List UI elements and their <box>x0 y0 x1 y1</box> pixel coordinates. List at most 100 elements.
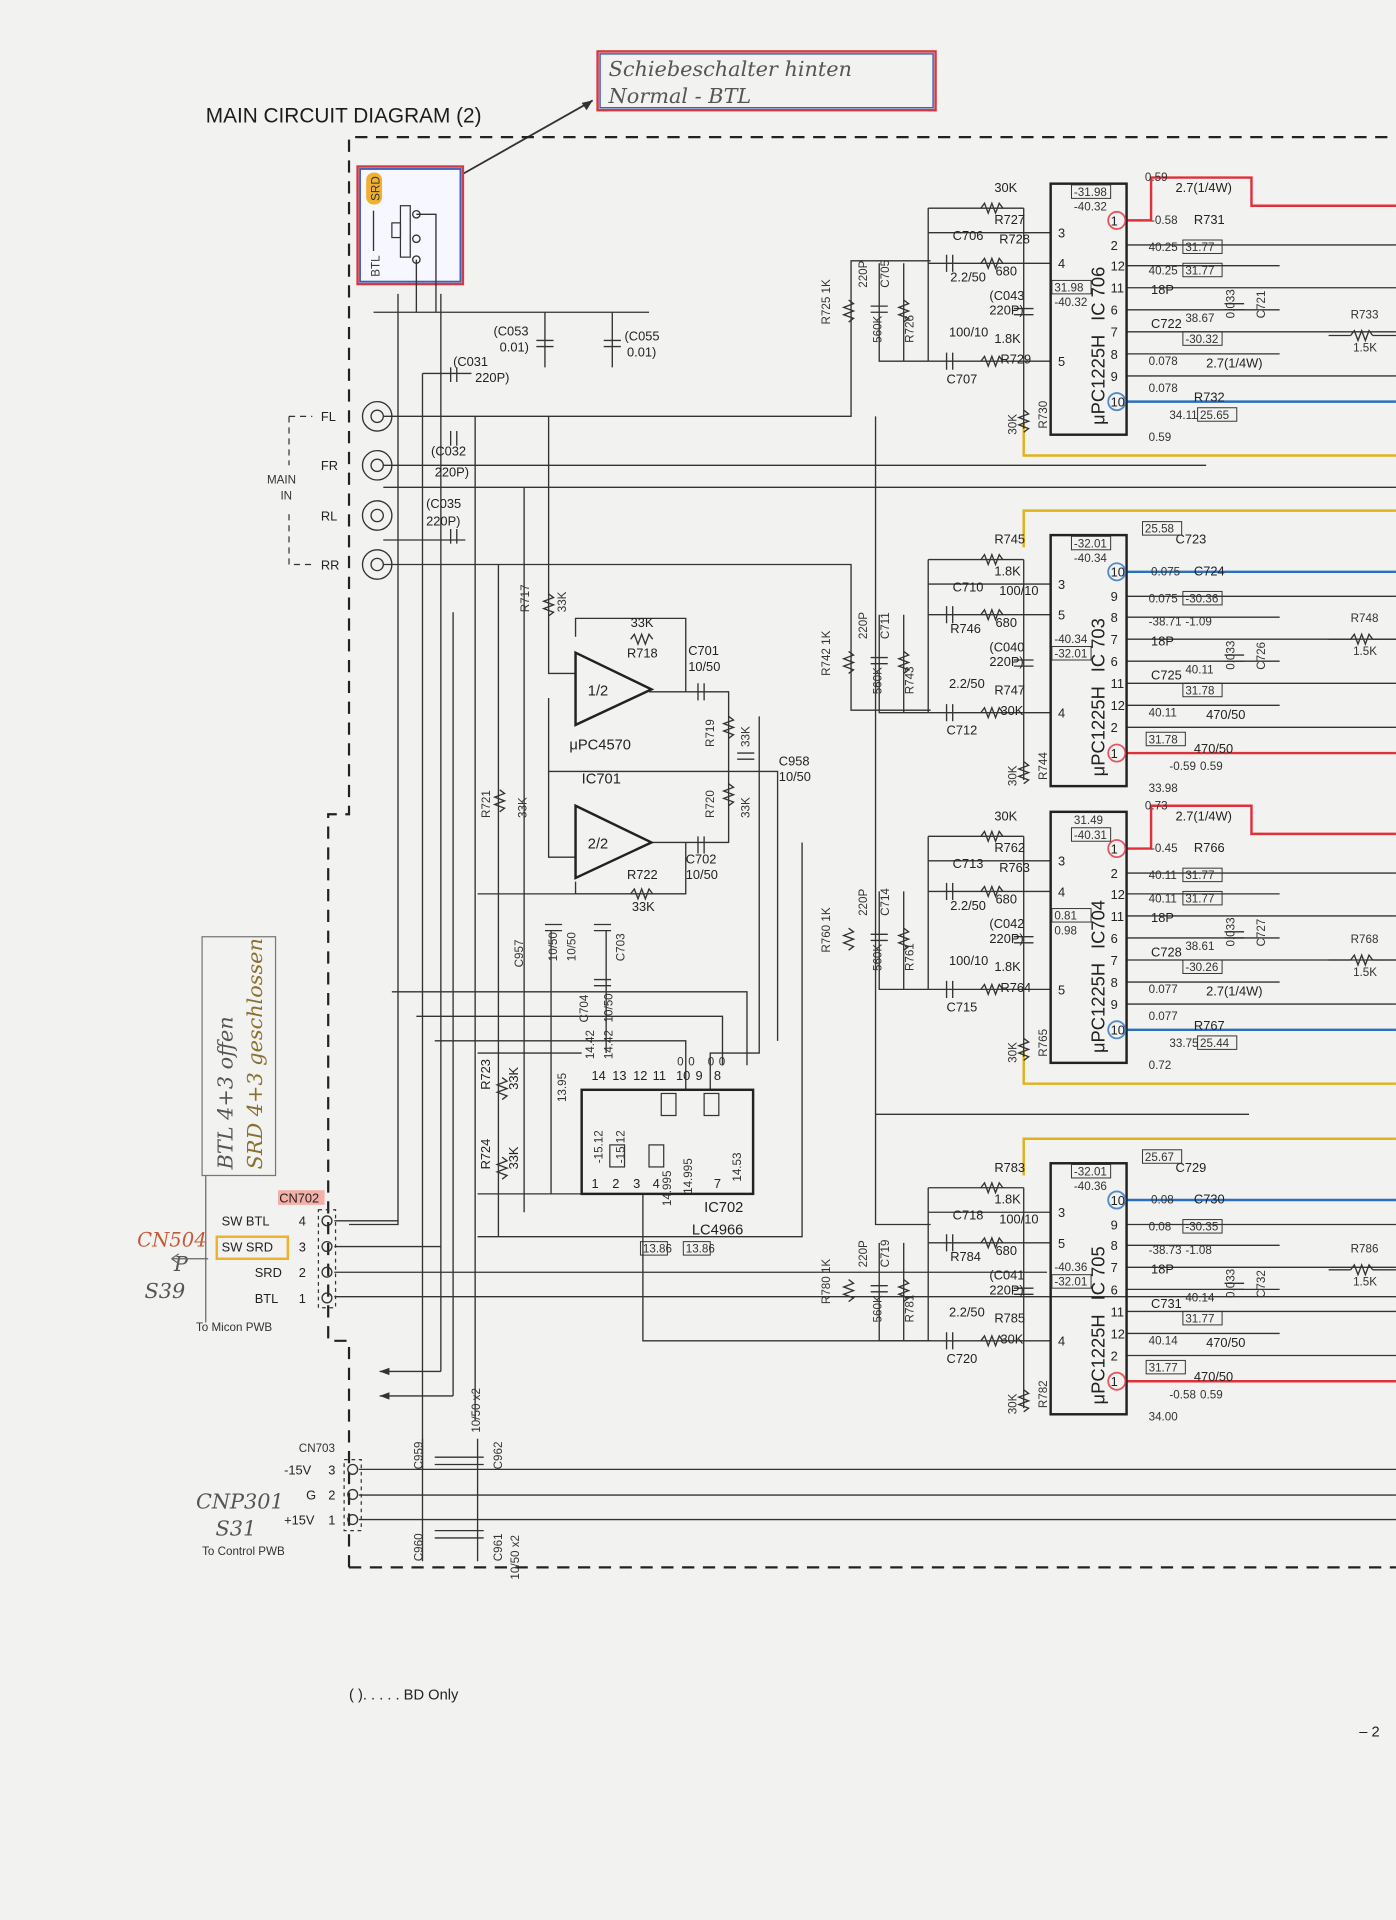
ic702-component-label: R724 <box>478 1139 493 1170</box>
opamp-component-label: 10/50 <box>688 659 720 674</box>
resistor-symbol <box>980 607 1004 622</box>
ic-pin-number: 7 <box>1111 953 1118 968</box>
c960-label: C960 <box>412 1533 425 1561</box>
ic-pin-number: 12 <box>1111 259 1125 274</box>
jack-rl[interactable] <box>361 500 393 531</box>
resistor-symbol <box>721 715 736 739</box>
voltage-reading: -40.32 <box>1074 201 1107 214</box>
pin-number: 3 <box>328 1462 335 1477</box>
ic702-pin-label: 14 <box>591 1068 605 1083</box>
ic-pin-number: 11 <box>1111 281 1124 296</box>
component-label: 2.7(1/4W) <box>1176 808 1232 823</box>
ic-pin-number: 10 <box>1111 1193 1125 1208</box>
cn702-pin-4[interactable]: 4SW BTL <box>222 1214 333 1229</box>
voltage-reading: 0.075 <box>1151 566 1180 579</box>
component-label: 30K <box>1006 765 1019 786</box>
cn703-pin-2[interactable]: 2G <box>306 1487 359 1502</box>
resistor-symbol <box>980 705 1004 720</box>
opamp-component-label: R720 <box>704 790 717 818</box>
ic702-pin-label: 11 <box>653 1068 666 1083</box>
ic-pin-number: 9 <box>1111 589 1118 604</box>
resistor-symbol <box>980 256 1004 271</box>
c031-label: (C031 <box>453 354 488 369</box>
ic-pin-number: 8 <box>1111 347 1118 362</box>
component-label: R729 <box>1000 352 1031 367</box>
ic-pin-number: 12 <box>1111 1326 1125 1341</box>
voltage-reading: 25.67 <box>1145 1151 1174 1164</box>
component-label: 220P <box>857 1240 870 1267</box>
c031-value: 220P) <box>475 370 509 385</box>
component-label: 220P <box>857 260 870 287</box>
resistor-symbol <box>1350 632 1374 646</box>
component-label: C730 <box>1194 1192 1225 1207</box>
component-label: C705 <box>879 260 892 288</box>
ic702-name: IC702 <box>704 1200 743 1216</box>
voltage-reading: 0.08 <box>1149 1221 1172 1234</box>
component-label: R744 <box>1037 752 1050 780</box>
cn703-pin-3[interactable]: 3-15V <box>284 1462 359 1477</box>
ic-pin-number: 1 <box>1111 841 1118 856</box>
slide-switch[interactable]: SRD BTL <box>356 165 465 313</box>
voltage-reading: 31.77 <box>1185 892 1214 905</box>
component-label: C729 <box>1176 1160 1207 1175</box>
c962-label: C962 <box>492 1442 505 1470</box>
ic-pin-number: 2 <box>1111 1348 1118 1363</box>
component-label: R783 <box>994 1160 1025 1175</box>
component-label: C710 <box>953 579 984 594</box>
component-label: (C043 <box>989 288 1024 303</box>
component-label: 30K <box>994 808 1017 823</box>
voltage-reading: 31.77 <box>1185 264 1214 277</box>
component-label: 2.2/50 <box>950 898 986 913</box>
ic702-pin-label: 13 <box>612 1068 626 1083</box>
c032-value: 220P) <box>435 464 469 479</box>
ic702-voltage: 14.995 <box>661 1171 674 1207</box>
voltage-reading: -40.34 <box>1074 552 1107 565</box>
resistor-value: 1.5K <box>1353 645 1377 658</box>
ic702-voltage: 0 <box>719 1055 726 1068</box>
voltage-reading: 31.77 <box>1185 241 1214 254</box>
ic-pin-number: 6 <box>1111 303 1118 318</box>
resistor-symbol <box>495 1156 509 1180</box>
cn703-pin-1[interactable]: 1+15V <box>284 1512 359 1527</box>
component-label: 470/50 <box>1206 707 1245 722</box>
resistor-symbol <box>896 927 911 951</box>
ic-pin-number: 2 <box>1111 720 1118 735</box>
voltage-reading: 25.44 <box>1200 1037 1230 1050</box>
ic702-pin-label: 8 <box>714 1068 721 1083</box>
resistor-symbol <box>1016 409 1031 433</box>
ic702-component-label: 14.42 <box>584 1030 597 1059</box>
component-label: R766 <box>1194 840 1225 855</box>
component-label: R742 1K <box>820 630 833 675</box>
cn702-pin-3[interactable]: 3SW SRD <box>222 1239 333 1254</box>
page-number: – 2 <box>1359 1724 1379 1740</box>
hand-p: P <box>173 1252 189 1276</box>
component-label: R727 <box>994 212 1025 227</box>
resistor-symbol <box>841 299 856 323</box>
ic-pin-number: 3 <box>1058 1205 1065 1220</box>
handwritten-note: Schiebeschalter hinten Normal - BTL <box>596 50 937 112</box>
component-label: C724 <box>1194 564 1225 579</box>
component-label: (C042 <box>989 916 1024 931</box>
resistor-symbol <box>1016 1037 1031 1061</box>
ic702-component-label: 33K <box>506 1067 521 1090</box>
ic-pin-number: 4 <box>1058 706 1065 721</box>
voltage-reading: -40.32 <box>1054 296 1087 309</box>
component-label: 1.8K <box>994 564 1021 579</box>
voltage-reading: -30.36 <box>1185 592 1218 605</box>
ic-pin-number: 6 <box>1111 654 1118 669</box>
component-label: R782 <box>1037 1380 1050 1408</box>
ic-pin-number: 5 <box>1058 1236 1065 1251</box>
voltage-reading: 0.078 <box>1149 355 1178 368</box>
opamp-component-label: C957 <box>513 940 526 968</box>
voltage-reading: 34.00 <box>1149 1410 1179 1423</box>
hand-note-srd: SRD 4+3 geschlossen <box>243 938 267 1169</box>
voltage-reading: -32.01 <box>1054 648 1087 661</box>
component-label: C712 <box>947 723 978 738</box>
pin-number: 1 <box>299 1291 306 1306</box>
component-label: C721 <box>1255 291 1268 319</box>
